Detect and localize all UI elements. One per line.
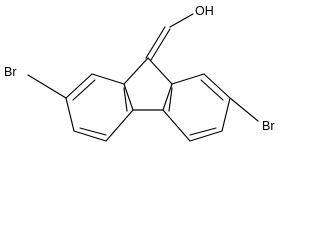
bond-right-ring-2 <box>203 73 231 99</box>
structure-canvas: OH Br Br <box>4 4 275 142</box>
bond-n-o <box>169 13 194 28</box>
bond-left-ring-1 <box>91 73 125 85</box>
bond-right-ring-inner-1 <box>200 79 224 101</box>
bond-right-ring-1 <box>171 73 205 85</box>
molecule-drawing: OH Br Br <box>4 4 275 142</box>
bond-left-ring-3 <box>65 97 75 132</box>
bond-right-ring-3 <box>221 97 231 132</box>
bond-c9-c8a <box>147 57 173 85</box>
bromine-right-label: Br <box>262 119 275 133</box>
bond-left-ring-inner-2 <box>79 127 107 136</box>
bond-left-ring-inner-3 <box>123 87 128 112</box>
bond-left-ring-4 <box>73 130 107 142</box>
bond-left-ring-inner-1 <box>72 79 96 101</box>
hydrogen-atom-label: H <box>205 4 214 18</box>
bond-c9-c9a <box>123 57 149 85</box>
oxygen-atom-label: O <box>195 4 205 18</box>
oxime-oh-label: OH <box>195 4 214 18</box>
bond-right-ring-5 <box>162 109 191 142</box>
bond-c9-n-double-1 <box>145 26 166 59</box>
bond-c9a-c4a <box>123 83 134 111</box>
bond-left-ring-2 <box>65 73 93 99</box>
bond-left-ring-5 <box>105 109 134 142</box>
bond-c-br-right <box>229 97 259 122</box>
bond-right-ring-4 <box>189 130 223 142</box>
bond-right-ring-inner-2 <box>189 127 217 136</box>
bond-c9-n-double-2 <box>150 28 171 61</box>
bromine-left-label: Br <box>4 65 17 79</box>
bond-right-ring-inner-3 <box>168 87 173 112</box>
bond-c-br-left <box>27 74 67 99</box>
bond-c8a-c4b <box>162 83 173 111</box>
